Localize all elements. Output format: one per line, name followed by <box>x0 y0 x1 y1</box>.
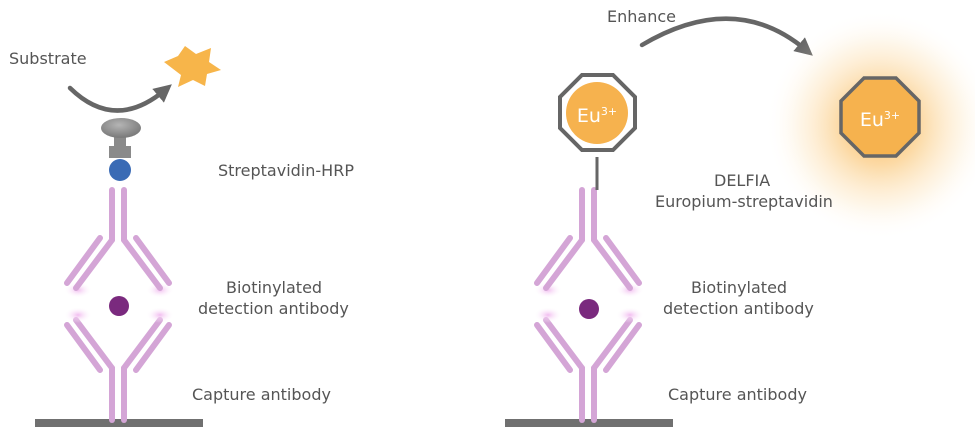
delfia-label-line2: Europium-streptavidin <box>655 192 833 211</box>
delfia-label-line1: DELFIA <box>714 171 771 190</box>
europium-ion-label: Eu3+ <box>577 101 617 127</box>
right-detection-label-line2: detection antibody <box>663 299 814 318</box>
left-streptavidin <box>109 159 131 181</box>
left-surface <box>35 419 203 427</box>
right-capture-label: Capture antibody <box>668 385 807 404</box>
left-biotin <box>109 296 129 316</box>
europium-symbol: Eu <box>576 105 601 127</box>
right-capture-antibody <box>534 317 642 423</box>
right-binding-glow <box>534 282 644 323</box>
left-detection-label-line2: detection antibody <box>198 299 349 318</box>
right-biotin <box>579 299 599 319</box>
left-detection-label-line1: Biotinylated <box>226 278 323 297</box>
substrate-arrow <box>67 84 172 113</box>
europium-ion <box>566 82 628 144</box>
substrate-product-star <box>164 46 221 87</box>
enhanced-europium-cage <box>839 76 921 158</box>
streptavidin-hrp-label: Streptavidin-HRP <box>218 161 354 180</box>
right-panel <box>505 10 975 427</box>
enhanced-europium-label: Eu3+ <box>860 105 900 131</box>
substrate-label: Substrate <box>9 49 87 68</box>
enhance-label: Enhance <box>607 7 676 26</box>
left-capture-label: Capture antibody <box>192 385 331 404</box>
right-surface <box>505 419 673 427</box>
left-panel <box>35 46 221 427</box>
hrp-enzyme <box>101 118 141 138</box>
enhanced-europium-symbol: Eu <box>859 109 884 131</box>
enhance-arrow <box>639 16 813 56</box>
enhanced-europium-charge: 3+ <box>883 109 901 122</box>
left-detection-antibody <box>64 187 172 291</box>
right-detection-label-line1: Biotinylated <box>691 278 788 297</box>
right-detection-antibody <box>534 187 642 291</box>
left-capture-antibody <box>64 317 172 423</box>
europium-charge: 3+ <box>600 105 618 118</box>
left-hrp-stem <box>109 135 131 158</box>
